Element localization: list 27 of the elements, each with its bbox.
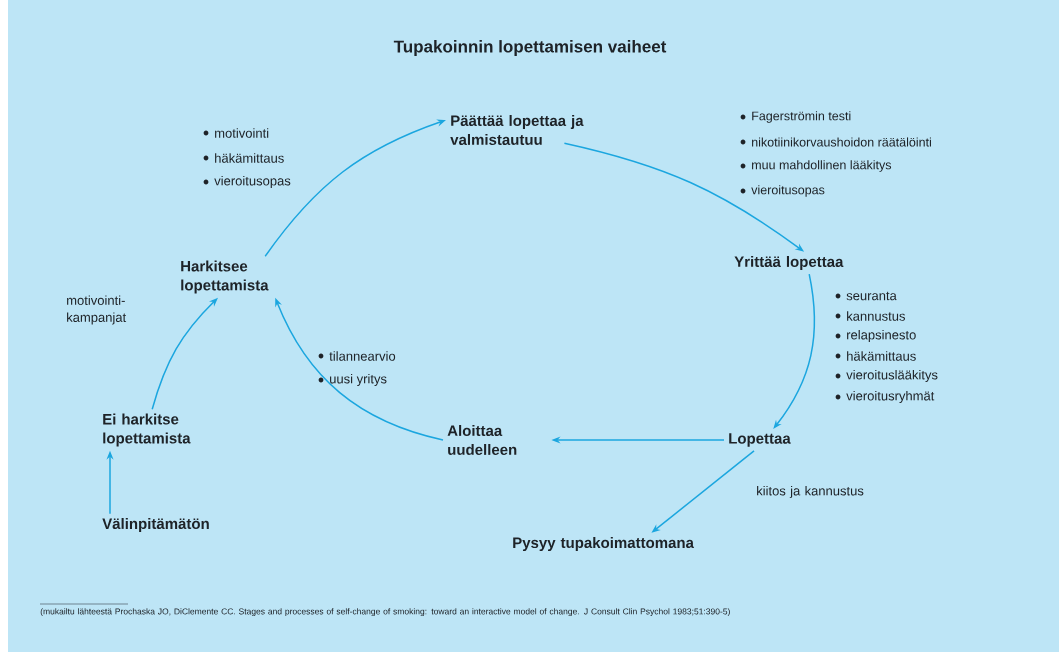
list-item: vieroituslääkitys [846, 369, 938, 383]
list-item: häkämittaus [215, 153, 284, 163]
title: Tupakoinnin lopettamisen vaiheet [393, 40, 667, 56]
stage-label: Aloittaa uudelleen [447, 425, 517, 455]
list-item: vieroitusopas [751, 185, 825, 197]
list-item: uusi yritys [330, 373, 387, 387]
stage-label: Päättää lopettaa ja valmistautuu [450, 115, 584, 145]
edge-label: kiitos ja kannustus [757, 485, 864, 499]
stage-label: Pysyy tupakoimattomana [513, 537, 694, 551]
list-item: tilannearvio [329, 351, 396, 361]
list-item: relapsinesto [847, 329, 916, 343]
list-item: motivointi [215, 128, 269, 138]
list-item: kannustus [847, 311, 905, 321]
list-item: vieroitusryhmät [846, 390, 935, 404]
caption: (mukailtu lähteestä Prochaska JO, DiClemente CC. Stages and processes of self-change of smoking: toward an interactive model of change. J Consult Clin Psychol 1983;51:390-5) [40, 608, 730, 617]
list-item: nikotiinikorvaushoidon räätälöinti [752, 137, 931, 147]
list-item: seuranta [846, 291, 897, 301]
stage-label: Lopettaa [729, 433, 791, 447]
stage-label: Ei harkitse lopettamista [103, 413, 191, 447]
list-item: häkämittaus [847, 351, 916, 361]
edge-label: motivointi-kampanjat [67, 295, 127, 325]
list-item: muu mahdollinen lääkitys [752, 160, 892, 172]
list-item: vieroitusopas [214, 175, 291, 189]
stage-label: Yrittää lopettaa [734, 256, 844, 270]
list-item: Fagerströmin testi [752, 111, 851, 123]
stage-label: Harkitsee lopettamista [181, 260, 269, 294]
stage-label: Välinpitämätön [102, 518, 209, 532]
